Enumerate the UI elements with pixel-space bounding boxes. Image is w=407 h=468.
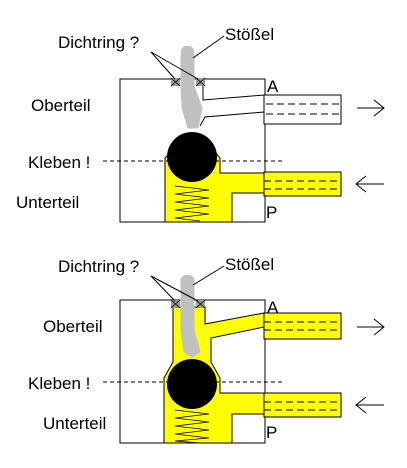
panel-top: Dichtring ? Stößel Oberteil Kleben ! Unt… (16, 25, 385, 223)
panel-bottom: Dichtring ? Stößel Oberteil Kleben ! Unt… (28, 255, 385, 444)
arrow-in-icon (355, 396, 384, 414)
port-p-pipe (263, 171, 342, 197)
valve-ball (167, 132, 217, 182)
label-glue: Kleben ! (28, 153, 90, 172)
label-seal: Dichtring ? (58, 257, 139, 276)
arrow-in-icon (355, 175, 384, 193)
label-lower-part: Unterteil (43, 414, 106, 433)
arrow-out-icon (357, 99, 385, 117)
label-upper-part: Oberteil (31, 96, 91, 115)
label-glue: Kleben ! (28, 374, 90, 393)
plunger-top (181, 46, 194, 76)
port-a-pipe (263, 312, 342, 340)
label-port-p: P (266, 203, 277, 222)
arrow-out-icon (357, 318, 385, 336)
label-port-p: P (266, 423, 277, 442)
label-plunger: Stößel (225, 255, 274, 274)
label-seal: Dichtring ? (58, 33, 139, 52)
label-port-a: A (267, 298, 279, 317)
label-port-a: A (267, 77, 279, 96)
spring (174, 409, 210, 444)
plunger-top (181, 275, 194, 300)
leader-lines (150, 265, 225, 302)
label-lower-part: Unterteil (16, 193, 79, 212)
port-p-pipe (263, 392, 342, 418)
label-upper-part: Oberteil (43, 317, 103, 336)
leader-lines (150, 35, 225, 80)
port-a-pipe (263, 94, 342, 125)
seal-marks (170, 77, 206, 87)
spring (174, 185, 210, 222)
label-plunger: Stößel (225, 25, 274, 44)
seal-marks (170, 299, 206, 309)
valve-ball (167, 359, 217, 409)
